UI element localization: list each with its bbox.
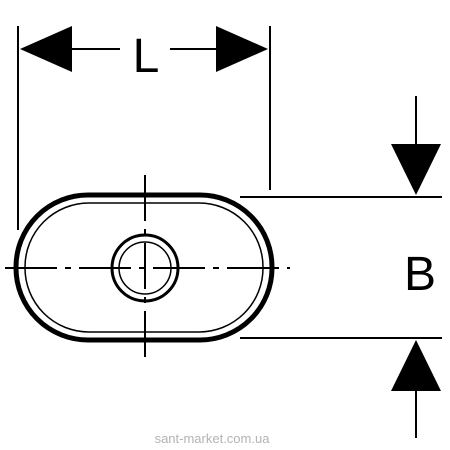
center-lines bbox=[5, 175, 290, 362]
length-label: L bbox=[133, 30, 160, 83]
width-label: B bbox=[404, 248, 436, 301]
length-dimension: L bbox=[17, 26, 271, 230]
width-dimension: B bbox=[240, 96, 442, 438]
width-arrow-down-icon bbox=[391, 144, 441, 195]
width-arrow-up-icon bbox=[391, 340, 441, 391]
length-arrow-right-icon bbox=[216, 26, 268, 72]
length-arrow-left-icon bbox=[20, 26, 72, 72]
watermark-text: sant-market.com.ua bbox=[155, 431, 271, 446]
